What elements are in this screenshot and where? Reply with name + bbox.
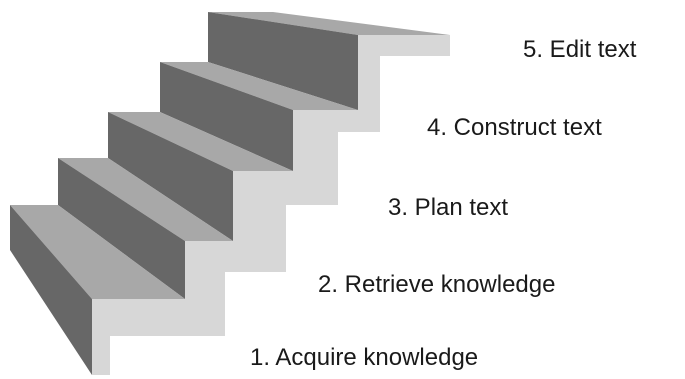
step-1-label: 1. Acquire knowledge [250, 344, 479, 371]
step-4-riser [160, 62, 293, 171]
staircase-side-wall [92, 35, 450, 375]
step-4-label: 4. Construct text [427, 114, 602, 141]
step-3-tread [108, 112, 293, 171]
step-5-label: 5. Edit text [523, 36, 637, 63]
step-2-riser [58, 158, 185, 299]
step-3-riser [108, 112, 233, 241]
step-5-riser [208, 12, 358, 110]
step-2-tread [58, 158, 233, 241]
step-1-tread [10, 205, 185, 299]
step-4-tread [160, 62, 358, 110]
step-1-riser [10, 205, 92, 375]
step-3-label: 3. Plan text [388, 194, 509, 221]
step-2-label: 2. Retrieve knowledge [318, 271, 556, 298]
step-5-tread [208, 12, 450, 35]
